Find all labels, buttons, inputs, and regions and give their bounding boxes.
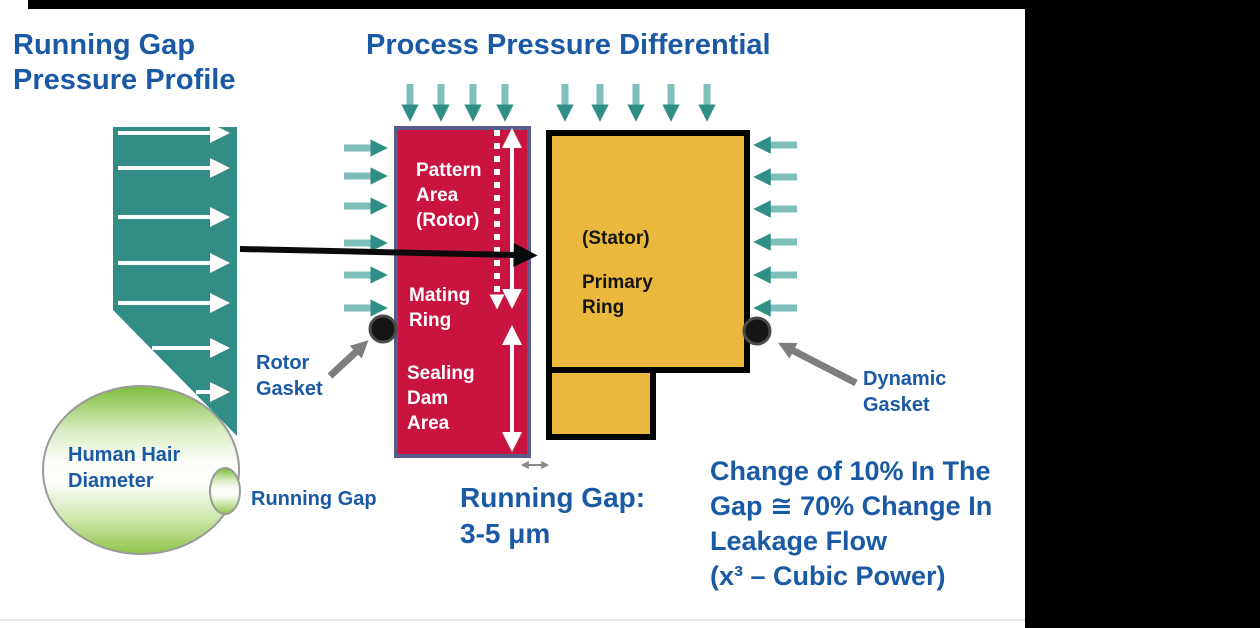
rotor-gasket-dot xyxy=(368,314,398,344)
stator-ring-block xyxy=(546,130,750,373)
profile-flow-arrows xyxy=(118,123,230,402)
label-stator: (Stator) xyxy=(582,228,650,249)
downward-pressure-arrows xyxy=(401,84,716,122)
running-gap-dot xyxy=(209,467,241,515)
label-dynamic-gasket: Dynamic Gasket xyxy=(863,368,947,416)
title-process-differential: Process Pressure Differential xyxy=(366,29,771,61)
side-pressure-arrows-right xyxy=(753,136,797,317)
footer-divider xyxy=(0,619,1025,621)
frame-right-panel xyxy=(1025,0,1260,628)
label-rotor-gasket: Rotor Gasket xyxy=(256,352,323,400)
label-mating-ring: Mating Ring xyxy=(409,285,471,331)
title-pressure-profile: Running Gap Pressure Profile xyxy=(13,29,236,96)
label-running-gap-legend: Running Gap xyxy=(251,488,377,510)
label-sealing-dam: Sealing Dam Area xyxy=(407,363,475,434)
label-primary-ring: Primary Ring xyxy=(582,272,653,318)
rotor-gasket-pointer-arrow xyxy=(327,340,369,379)
frame-top-bar xyxy=(28,0,1025,9)
label-running-gap-value: Running Gap: 3-5 μm xyxy=(460,482,646,549)
label-pattern-area: Pattern Area (Rotor) xyxy=(416,160,482,231)
label-change-note: Change of 10% In The Gap ≅ 70% Change In… xyxy=(710,456,993,591)
dynamic-gasket-pointer-arrow xyxy=(778,342,858,387)
side-pressure-arrows-left xyxy=(344,139,388,317)
label-human-hair: Human Hair Diameter xyxy=(68,444,181,492)
stator-ring-step xyxy=(546,367,656,440)
